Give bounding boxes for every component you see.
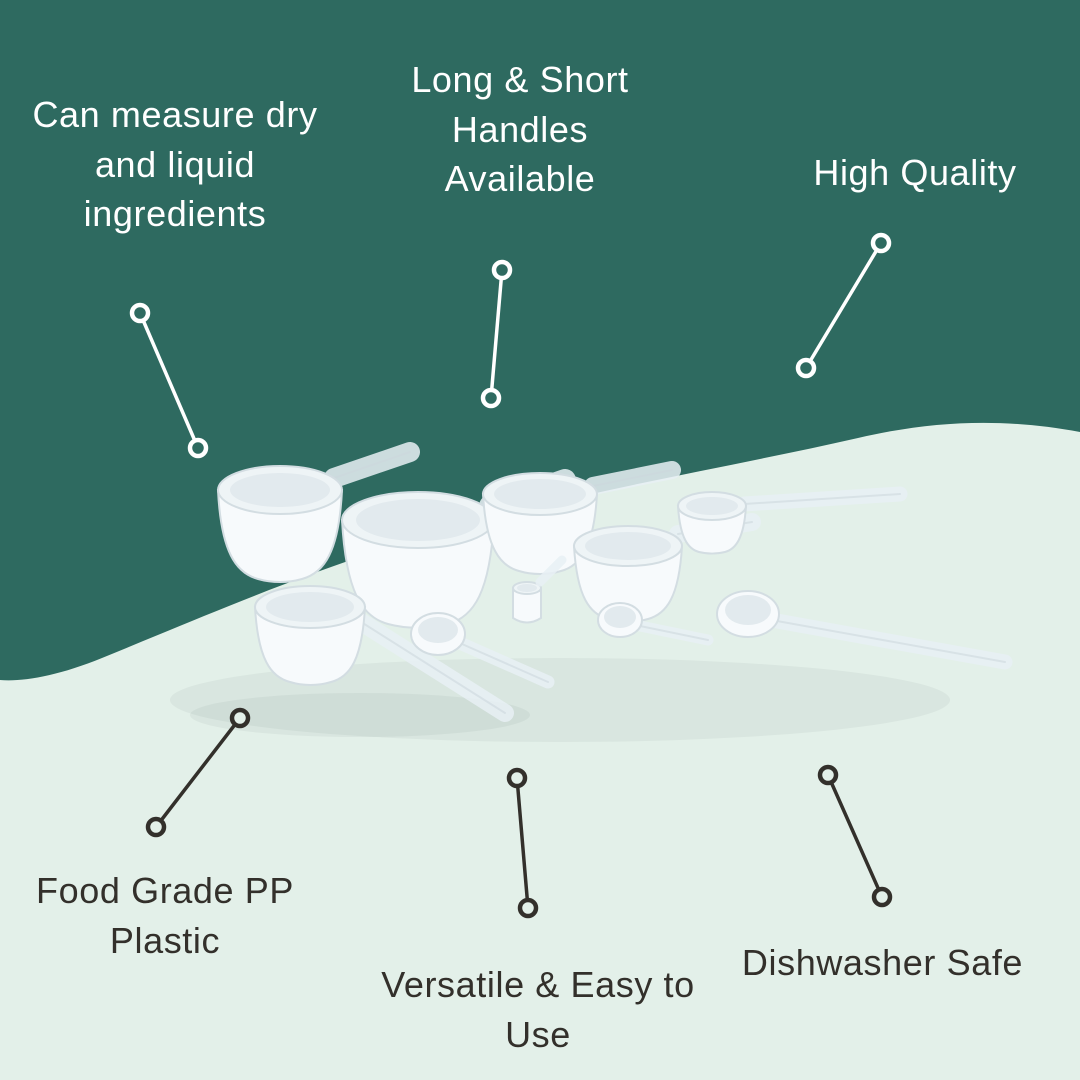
pointer-line-dishwasher bbox=[817, 764, 893, 908]
callout-handles-label: Long & Short Handles Available bbox=[411, 59, 629, 200]
scoop-front-cup bbox=[253, 585, 514, 722]
spoon-small-1 bbox=[410, 612, 555, 689]
scoop-small-long-handle bbox=[676, 486, 908, 555]
callout-quality-label: High Quality bbox=[813, 152, 1017, 193]
scoop-large-1 bbox=[216, 442, 420, 583]
pointer-line-versatile bbox=[506, 767, 539, 919]
callout-dishwasher-label: Dishwasher Safe bbox=[741, 942, 1024, 983]
pointer-line-quality bbox=[795, 232, 892, 379]
callout-material-label: Food Grade PP Plastic bbox=[36, 870, 294, 961]
spoon-long-handle bbox=[716, 590, 1013, 670]
pointer-line-measure bbox=[129, 302, 209, 459]
callout-measure-label: Can measure dry and liquid ingredients bbox=[32, 94, 318, 235]
spoon-small-2 bbox=[597, 602, 714, 646]
product-shadow bbox=[170, 658, 950, 742]
scoop-medium-1 bbox=[481, 461, 681, 575]
pointer-line-handles bbox=[480, 259, 513, 409]
callout-versatile-label: Versatile & Easy to Use bbox=[381, 964, 695, 1055]
scoop-mini-cylinder bbox=[512, 555, 567, 624]
pointer-line-material bbox=[145, 707, 251, 838]
